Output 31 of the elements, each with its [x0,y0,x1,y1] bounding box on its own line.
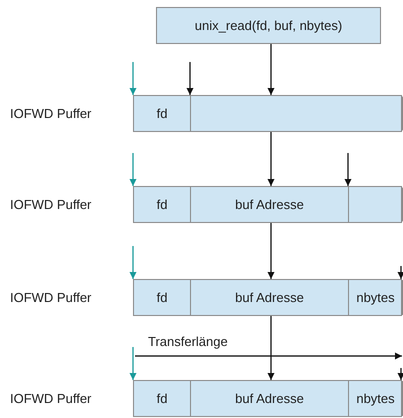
pointer-arrow [130,246,136,279]
function-call-box: unix_read(fd, buf, nbytes) [156,7,381,44]
buffer-field: fd [134,187,191,222]
buffer-field: buf Adresse [191,280,349,315]
arrow [268,44,274,95]
row-label: IOFWD Puffer [10,391,92,406]
arrow [268,316,274,380]
pointer-arrow [398,266,403,279]
row-label: IOFWD Puffer [10,197,92,212]
row-label: IOFWD Puffer [10,290,92,305]
buffer-field: nbytes [349,280,403,315]
dimension-label: Transferlänge [148,334,228,349]
row-label: IOFWD Puffer [10,106,92,121]
buffer-field: buf Adresse [191,381,349,416]
buffer-bar [133,279,402,316]
pointer-arrow [130,62,136,95]
buffer-bar [133,380,402,417]
pointer-arrow [398,368,403,380]
buffer-field: buf Adresse [191,187,349,222]
pointer-arrow [130,153,136,186]
buffer-bar [133,186,402,223]
buffer-bar [133,95,402,132]
pointer-arrow [186,62,194,95]
buffer-field: nbytes [349,381,403,416]
pointer-arrow [130,347,136,380]
arrow [268,132,274,186]
buffer-field: fd [134,280,191,315]
arrow [268,223,274,279]
buffer-field: fd [134,96,191,131]
buffer-field: fd [134,381,191,416]
pointer-arrow [344,153,352,186]
